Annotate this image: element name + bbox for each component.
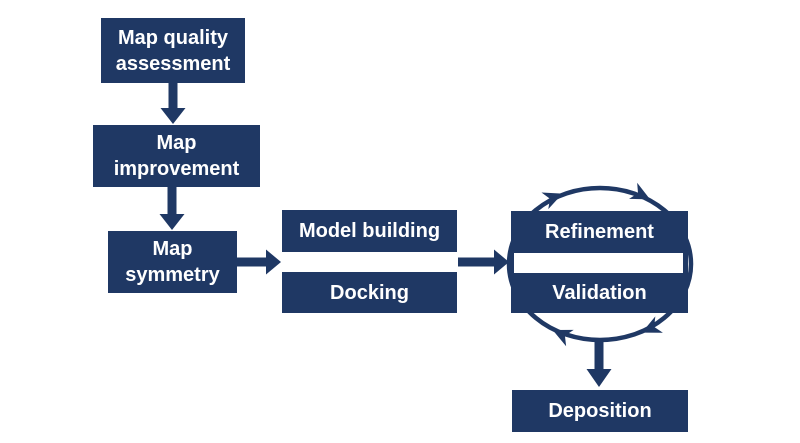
node-label-map-symmetry: Map symmetry <box>125 238 220 286</box>
arrow-assessment-to-improvement <box>160 82 186 124</box>
node-map-symmetry: Map symmetry <box>108 231 237 293</box>
cycle-arrowhead-bottom-right <box>641 316 663 333</box>
node-label-refinement: Refinement <box>545 220 654 243</box>
node-docking: Docking <box>282 272 457 313</box>
node-deposition: Deposition <box>512 390 688 432</box>
cycle-arrowhead-top-right <box>629 182 651 200</box>
node-label-validation: Validation <box>552 281 647 304</box>
node-label-map-improvement: Map improvement <box>113 132 240 180</box>
node-validation: Validation <box>511 273 688 313</box>
arrow-symmetry-to-modelbuilding <box>236 249 281 275</box>
node-label-deposition: Deposition <box>548 400 652 422</box>
node-label-docking: Docking <box>330 281 409 304</box>
node-model-building: Model building <box>282 210 457 252</box>
cycle-arrowhead-bottom-left <box>552 329 574 347</box>
node-label-model-building: Model building <box>298 220 441 242</box>
refinement-validation-gap <box>514 253 683 273</box>
node-map-improvement: Map improvement <box>93 125 260 187</box>
arrow-modelbuilding-to-refinement <box>458 249 509 275</box>
node-map-quality-assessment: Map quality assessment <box>101 18 245 83</box>
node-refinement-validation-group: Refinement Validation <box>511 211 688 313</box>
node-label-map-quality-assessment: Map quality assessment <box>115 26 231 75</box>
arrow-improvement-to-symmetry <box>159 186 185 230</box>
node-refinement: Refinement <box>511 211 688 253</box>
cycle-arrowhead-top-left <box>541 192 563 210</box>
arrow-validation-to-deposition <box>586 340 612 387</box>
